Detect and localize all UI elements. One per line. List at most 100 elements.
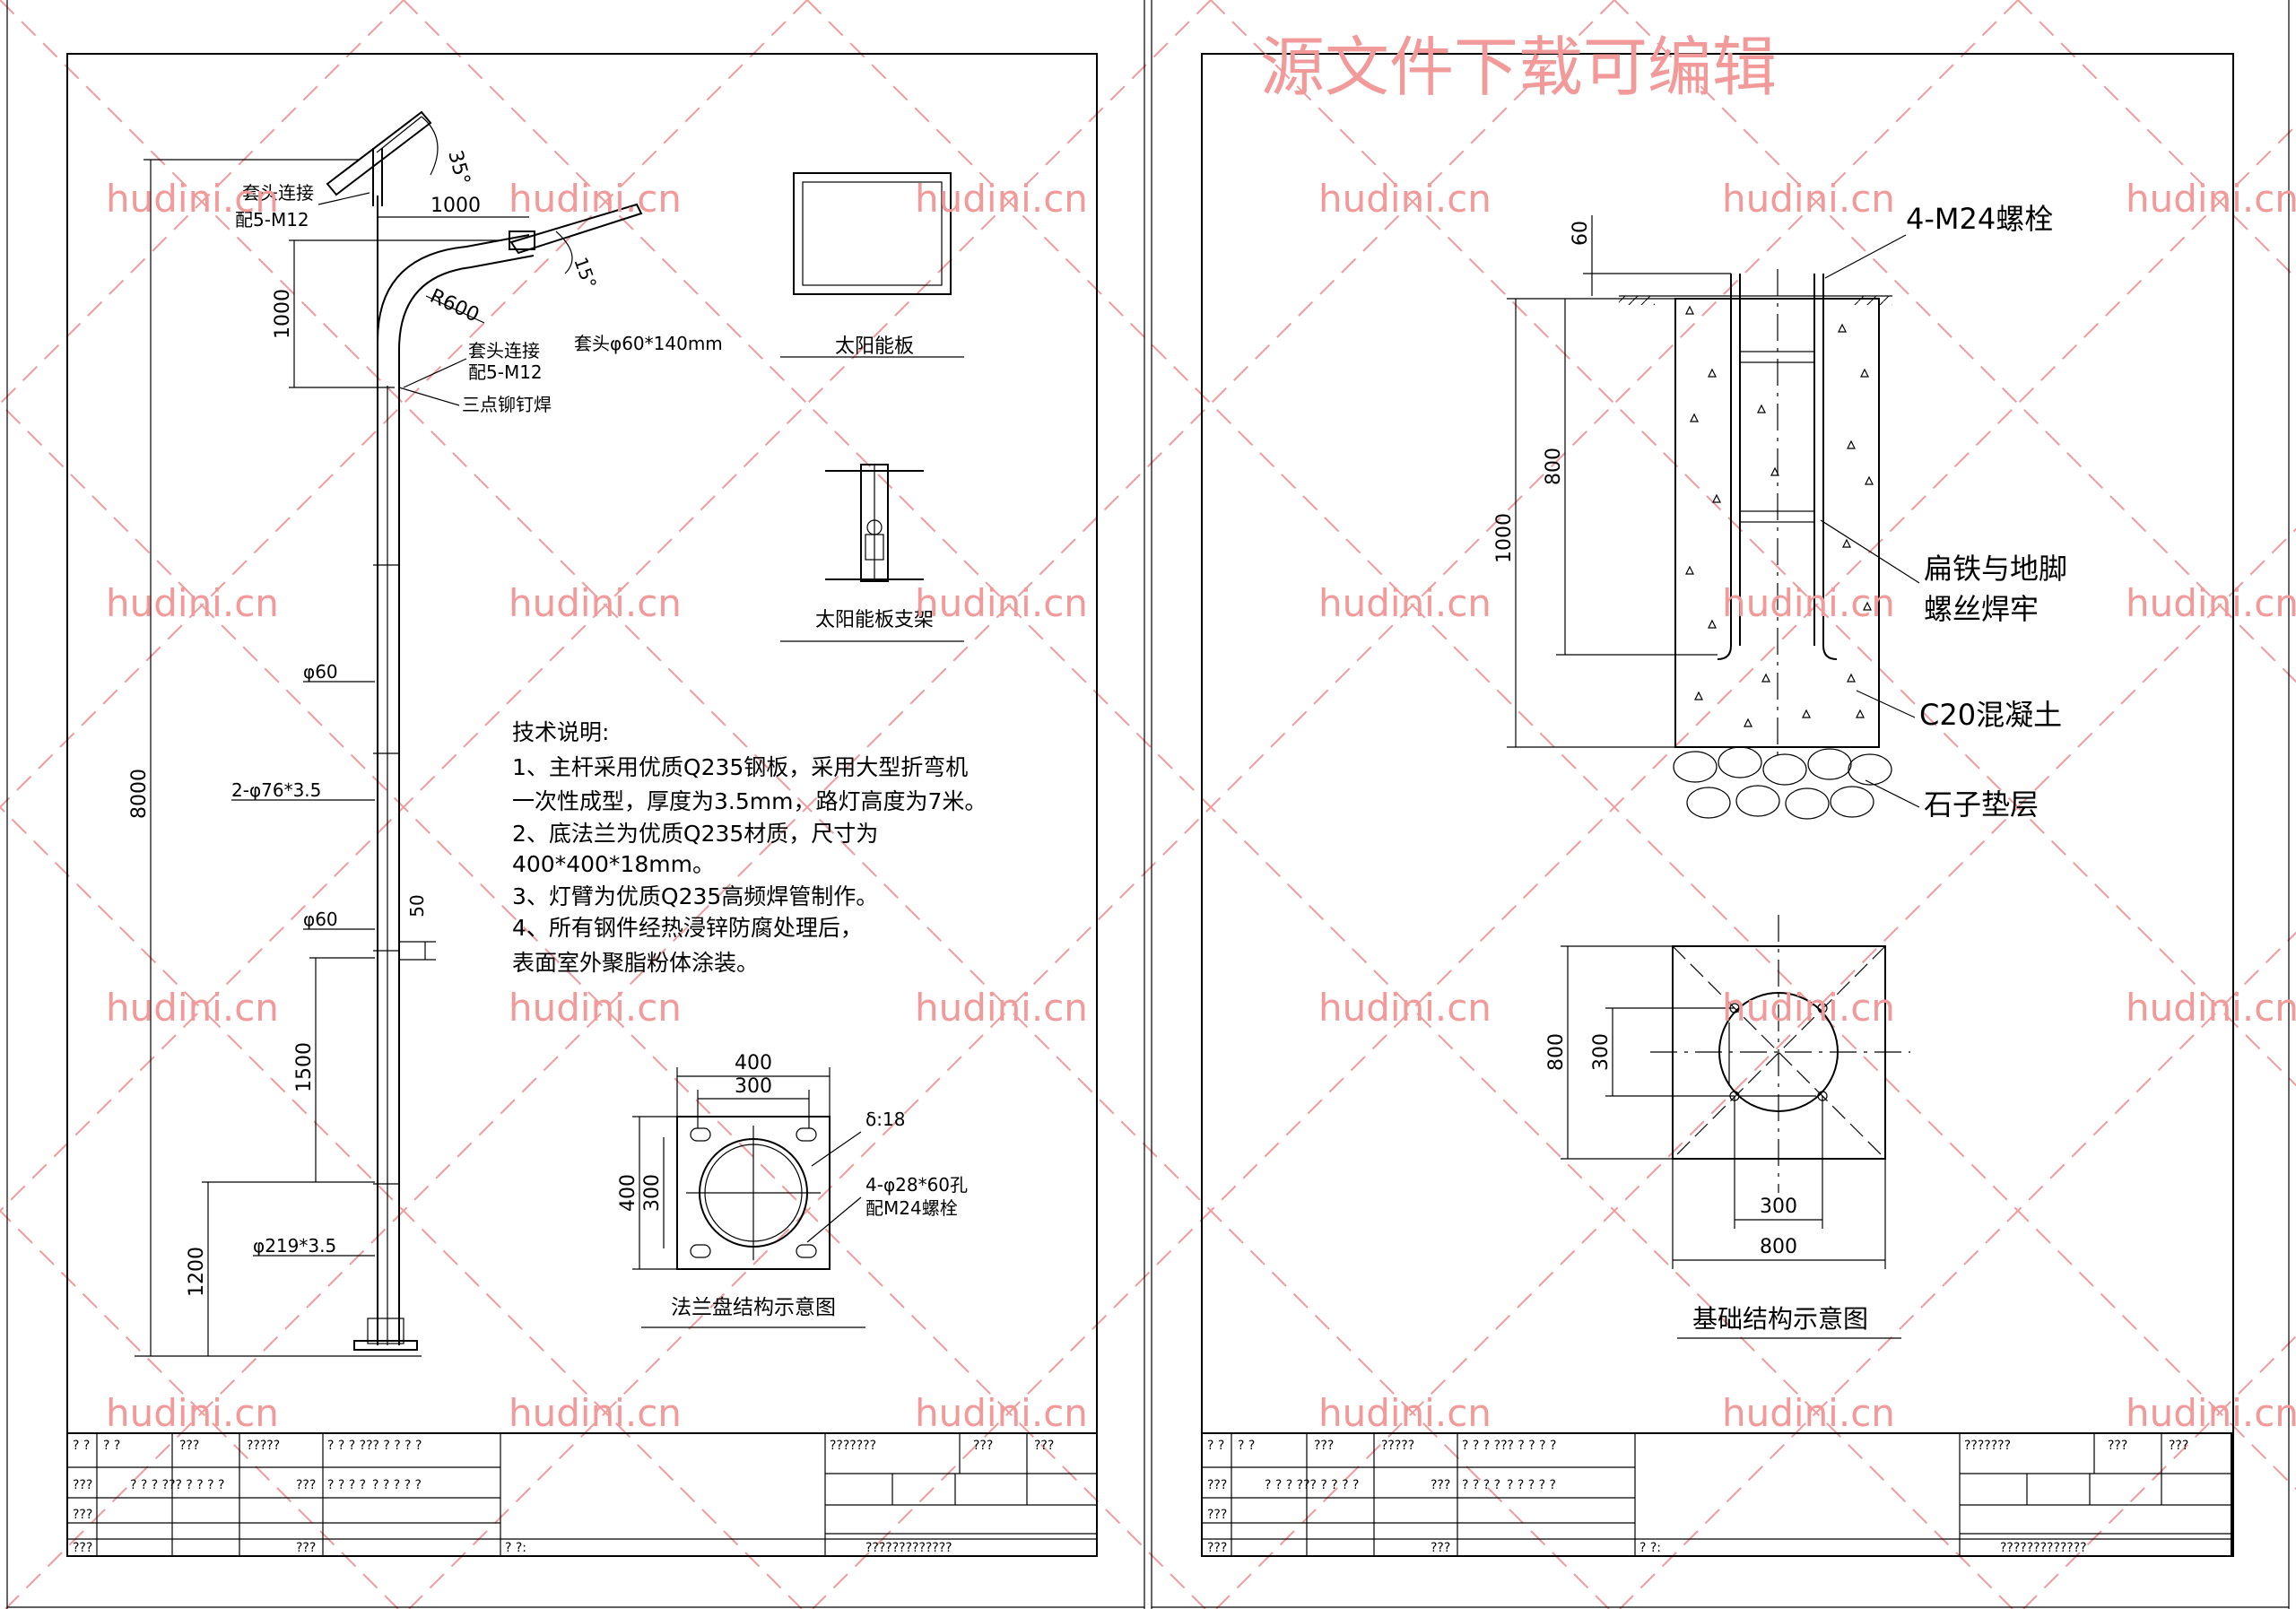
- foundation-plan: 800 300 300 800 基础结构示意图: [1545, 915, 1910, 1339]
- watermark-site: hudini.cn: [1318, 1391, 1492, 1435]
- watermark-banner: 源文件下载可编辑: [1260, 30, 1777, 105]
- title-block-cell: ???: [1207, 1541, 1227, 1555]
- gravel-stone: [1830, 786, 1874, 818]
- aggregate-mark: [1847, 673, 1856, 683]
- title-block-cell: ???: [73, 1508, 92, 1522]
- notes-line: 400*400*18mm。: [512, 851, 715, 877]
- watermark-site: hudini.cn: [509, 1391, 682, 1435]
- dia-lower-label: φ60: [303, 909, 338, 930]
- aggregate-mark: [1694, 691, 1703, 700]
- flange-thickness: δ:18: [865, 1109, 905, 1130]
- aggregate-mark: [1860, 368, 1869, 378]
- aggregate-mark: [1712, 493, 1721, 503]
- gravel-label: 石子垫层: [1924, 787, 2039, 822]
- title-block-cell: ?????????????: [2000, 1541, 2087, 1555]
- watermark-line: [408, 0, 2019, 1609]
- flange-inner-dim: 300: [735, 1075, 772, 1098]
- watermark-site: hudini.cn: [106, 177, 279, 221]
- title-block-cell: ???: [73, 1478, 92, 1492]
- dim-1200: 1200: [186, 1247, 208, 1297]
- concrete-label: C20混凝土: [1919, 698, 2062, 732]
- aggregate-mark: [1685, 305, 1694, 315]
- flange-outer-dim: 400: [735, 1052, 772, 1074]
- sleeve-size-label: 套头φ60*140mm: [574, 333, 723, 354]
- foundation-title: 基础结构示意图: [1692, 1304, 1868, 1334]
- aggregate-mark: [1690, 413, 1699, 422]
- watermark-line: [0, 1209, 399, 1609]
- title-block-cell: ???: [2108, 1439, 2127, 1453]
- sleeve-mid-label-1: 套头连接: [468, 340, 540, 361]
- watermark-site: hudini.cn: [106, 986, 279, 1030]
- aggregate-mark: [1708, 619, 1717, 629]
- notes-heading: 技术说明:: [512, 719, 609, 745]
- title-block-cell: ???: [73, 1541, 92, 1555]
- gravel-stone: [1807, 748, 1852, 780]
- notes-line: 4、所有钢件经热浸锌防腐处理后，: [512, 915, 863, 941]
- title-block-cell: ???: [296, 1541, 316, 1555]
- title-block-cell: ? ? ? ?: [327, 1478, 366, 1492]
- lamp-angle-label: 15°: [570, 255, 601, 292]
- watermark-line: [0, 402, 1206, 1609]
- weld-label-1: 扁铁与地脚: [1924, 552, 2067, 586]
- watermark-text: 源文件下载可编辑 hudini.cn hudini.cn hudini.cn h…: [106, 30, 2296, 1435]
- arm-angle-label: 35°: [443, 148, 474, 187]
- flange-side-inner-dim: 300: [641, 1174, 664, 1212]
- watermark-site: hudini.cn: [1318, 177, 1492, 221]
- title-block-cell: ? ? ? ? ?: [1507, 1478, 1556, 1492]
- watermark-site: hudini.cn: [1722, 177, 1895, 221]
- rivet-weld-label: 三点铆钉焊: [462, 394, 552, 415]
- foundation-section: 60 800 1000 4-M24螺栓 扁铁与地脚 螺丝焊牢 C20混凝土 石子…: [1493, 202, 2067, 822]
- dim-8000: 8000: [128, 769, 151, 819]
- dim-arm-rise: 1000: [272, 289, 294, 339]
- title-block-cell: ???: [2169, 1439, 2188, 1453]
- title-block-cell: ? ? ? ??? ? ? ? ?: [130, 1478, 224, 1492]
- title-block-cell: ???????: [1964, 1439, 2011, 1453]
- aggregate-mark: [1708, 368, 1717, 378]
- dim-60: 60: [1570, 221, 1592, 246]
- dim-1000: 1000: [1493, 513, 1516, 563]
- watermark-line: [0, 0, 1212, 1213]
- aggregate-mark: [1865, 475, 1874, 485]
- right-sheet-frame: [1151, 0, 2290, 1609]
- aggregate-mark: [1744, 718, 1752, 727]
- watermark-line: [2017, 0, 2296, 280]
- title-block-cell: ? ?: [1207, 1439, 1224, 1453]
- aggregate-mark: [1757, 404, 1766, 413]
- technical-notes: 技术说明: 1、主杆采用优质Q235钢板，采用大型折弯机 一次性成型，厚度为3.…: [512, 719, 987, 976]
- weld-label-2: 螺丝焊牢: [1924, 592, 2039, 626]
- watermark-line: [1619, 931, 2296, 1609]
- title-block-cell: ? ? ? ??? ? ? ? ?: [1462, 1439, 1556, 1453]
- bend-radius-label: R600: [426, 285, 482, 327]
- dim-800: 800: [1543, 448, 1565, 485]
- aggregate-mark: [1847, 439, 1856, 449]
- title-block-cell: ? ? ? ? ?: [372, 1478, 422, 1492]
- aggregate-mark: [1802, 709, 1811, 718]
- watermark-site: hudini.cn: [1722, 581, 1895, 625]
- gravel-stone: [1762, 753, 1807, 786]
- title-block-cell: ?????????????: [865, 1541, 952, 1555]
- bolt-label: 4-M24螺栓: [1906, 202, 2053, 236]
- aggregate-mark: [1685, 565, 1694, 575]
- dia-upper-label: φ60: [303, 661, 338, 683]
- watermark-site: hudini.cn: [106, 1391, 279, 1435]
- plan-300-horizontal: 300: [1760, 1196, 1797, 1218]
- title-block-cell: ? ?: [103, 1439, 120, 1453]
- title-block-right: ? ?? ?????????? ? ? ??? ? ? ? ??????????…: [1201, 1432, 2232, 1557]
- sleeve-top-label-2: 配5-M12: [235, 209, 309, 230]
- panel-bracket-detail: 太阳能板支架: [780, 464, 964, 642]
- aggregate-mark: [1842, 538, 1851, 548]
- title-block-cell: ? ? ? ??? ? ? ? ?: [1265, 1478, 1359, 1492]
- title-block-cell: ?????: [1381, 1439, 1414, 1453]
- watermark-line: [403, 0, 2013, 1609]
- title-block-cell: ???: [1207, 1478, 1227, 1492]
- gravel-stone: [1785, 787, 1830, 820]
- title-block-cell: ???: [1431, 1541, 1450, 1555]
- watermark-site: hudini.cn: [915, 1391, 1088, 1435]
- title-block-cell: ???: [1034, 1439, 1054, 1453]
- gravel-stone: [1718, 746, 1762, 778]
- title-block-cell: ???: [1207, 1508, 1227, 1522]
- title-block-cell: ? ? ? ?: [1462, 1478, 1500, 1492]
- watermark-line: [0, 0, 404, 405]
- title-block-cell: ? ?: [73, 1439, 90, 1453]
